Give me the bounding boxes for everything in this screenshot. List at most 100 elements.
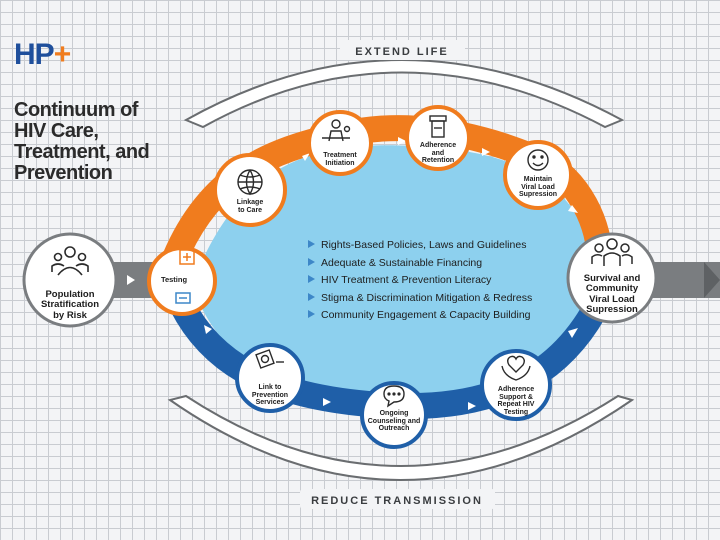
label-line: by Risk xyxy=(53,309,87,321)
title-line: Treatment, and xyxy=(14,141,150,163)
label-line: Supression xyxy=(518,191,558,199)
hands-heart-icon xyxy=(501,355,531,381)
chevron-10 xyxy=(127,275,135,285)
bullet-text: Community Engagement & Capacity Building xyxy=(321,309,531,321)
pill-bottle-icon xyxy=(429,115,447,138)
bullet-text: Adequate & Sustainable Financing xyxy=(321,256,483,269)
plus-minus-icon xyxy=(175,249,195,304)
bullet-item: Community Engagement & Capacity Building xyxy=(308,307,532,325)
community-icon xyxy=(591,238,633,266)
extend-life-label-bg xyxy=(340,40,465,60)
label-line: Population xyxy=(45,289,95,300)
label-line: Prevention xyxy=(251,391,289,399)
chevron-4 xyxy=(482,148,490,156)
logo-plus: + xyxy=(53,38,72,71)
adherence-support-label: Adherence Support & Repeat HIV Testing xyxy=(486,386,546,417)
doctor-patient-icon xyxy=(322,119,351,142)
condom-icon xyxy=(255,349,284,369)
bullet-text: Stigma & Discrimination Mitigation & Red… xyxy=(321,291,533,304)
node-adherence-retention xyxy=(405,105,471,171)
chevron-5 xyxy=(568,205,578,213)
node-survival xyxy=(566,232,658,324)
label-line: Maintain xyxy=(523,176,553,183)
triangle-bullet-icon xyxy=(308,240,315,248)
label-line: Viral Load xyxy=(521,183,555,191)
title-line: HIV Care, xyxy=(14,120,99,142)
survival-label: Survival and Community Viral Load Supres… xyxy=(574,273,650,316)
label-line: Testing xyxy=(160,275,188,284)
linkage-label: Linkage to Care xyxy=(222,199,278,214)
label-line: Support & xyxy=(499,393,533,401)
node-treatment xyxy=(307,110,373,176)
bullet-item: HIV Treatment & Prevention Literacy xyxy=(308,272,532,290)
label-line: Supression xyxy=(586,304,638,316)
chevron-7 xyxy=(323,398,331,406)
node-population xyxy=(22,232,118,328)
reduce-transmission-label-bg xyxy=(300,489,495,509)
bullet-text: Rights-Based Policies, Laws and Guidelin… xyxy=(321,239,527,251)
node-adherence-support xyxy=(480,349,552,421)
label-line: Ongoing xyxy=(379,410,409,417)
smiley-face-icon xyxy=(527,149,549,171)
globe-icon xyxy=(237,169,263,196)
chevron-3 xyxy=(398,137,406,145)
center-bullet-list: Rights-Based Policies, Laws and Guidelin… xyxy=(308,237,532,325)
node-testing xyxy=(147,246,217,316)
label-line: Survival and xyxy=(583,273,641,284)
label-line: Link to xyxy=(258,384,282,391)
population-label: Population Stratification by Risk xyxy=(30,289,110,321)
reduce-transmission-arc: REDUCE TRANSMISSION xyxy=(167,394,635,509)
bullet-item: Stigma & Discrimination Mitigation & Red… xyxy=(308,290,532,308)
bullet-item: Adequate & Sustainable Financing xyxy=(308,255,532,273)
title-line: Continuum of xyxy=(14,99,138,121)
adherence-retention-label: Adherence and Retention xyxy=(410,142,466,165)
node-link-prevention xyxy=(235,343,305,413)
chevron-9 xyxy=(568,328,578,338)
label-line: Retention xyxy=(421,157,455,165)
bullet-item: Rights-Based Policies, Laws and Guidelin… xyxy=(308,237,532,255)
label-line: Adherence xyxy=(497,386,535,393)
label-line: Linkage xyxy=(236,199,264,206)
label-line: Stratification xyxy=(40,299,100,311)
people-group-icon xyxy=(51,246,89,276)
spine-arrowhead xyxy=(704,262,720,298)
label-line: to Care xyxy=(237,206,263,214)
reduce-transmission-label: REDUCE TRANSMISSION xyxy=(311,495,483,507)
triangle-bullet-icon xyxy=(308,310,315,318)
label-line: Community xyxy=(585,283,639,295)
label-line: and xyxy=(431,149,445,157)
chevron-8 xyxy=(468,402,476,410)
label-line: Counseling and xyxy=(367,417,421,425)
triangle-bullet-icon xyxy=(308,257,315,266)
triangle-bullet-icon xyxy=(308,275,315,283)
title-line: Prevention xyxy=(14,162,113,184)
link-prevention-label: Link to Prevention Services xyxy=(242,384,298,407)
hp-plus-logo: HP+ xyxy=(14,38,72,72)
triangle-bullet-icon xyxy=(308,292,315,301)
label-line: Initiation xyxy=(325,159,355,167)
extend-life-label: EXTEND LIFE xyxy=(355,46,449,58)
label-line: Services xyxy=(255,399,285,407)
logo-hp: HP xyxy=(14,38,55,71)
treatment-label: Treatment Initiation xyxy=(312,152,368,167)
label-line: Viral Load xyxy=(589,293,635,305)
testing-label: Testing xyxy=(152,275,196,284)
extend-life-arc: EXTEND LIFE xyxy=(183,40,625,129)
chevron-2 xyxy=(302,153,310,161)
label-line: Treatment xyxy=(323,152,357,159)
label-line: Adherence xyxy=(419,142,457,149)
node-linkage xyxy=(213,153,287,227)
center-area xyxy=(198,145,600,399)
chevron-6 xyxy=(204,325,212,334)
page-title: Continuum of HIV Care, Treatment, and Pr… xyxy=(14,100,174,184)
node-maintain xyxy=(503,140,573,210)
label-line: Outreach xyxy=(378,425,410,433)
maintain-label: Maintain Viral Load Supression xyxy=(508,176,568,199)
label-line: Repeat HIV xyxy=(497,401,535,409)
bullet-text: HIV Treatment & Prevention Literacy xyxy=(321,274,492,286)
counseling-label: Ongoing Counseling and Outreach xyxy=(362,410,426,433)
speech-bubble-icon xyxy=(383,385,405,408)
label-line: Testing xyxy=(503,409,529,417)
node-counseling xyxy=(360,381,428,449)
